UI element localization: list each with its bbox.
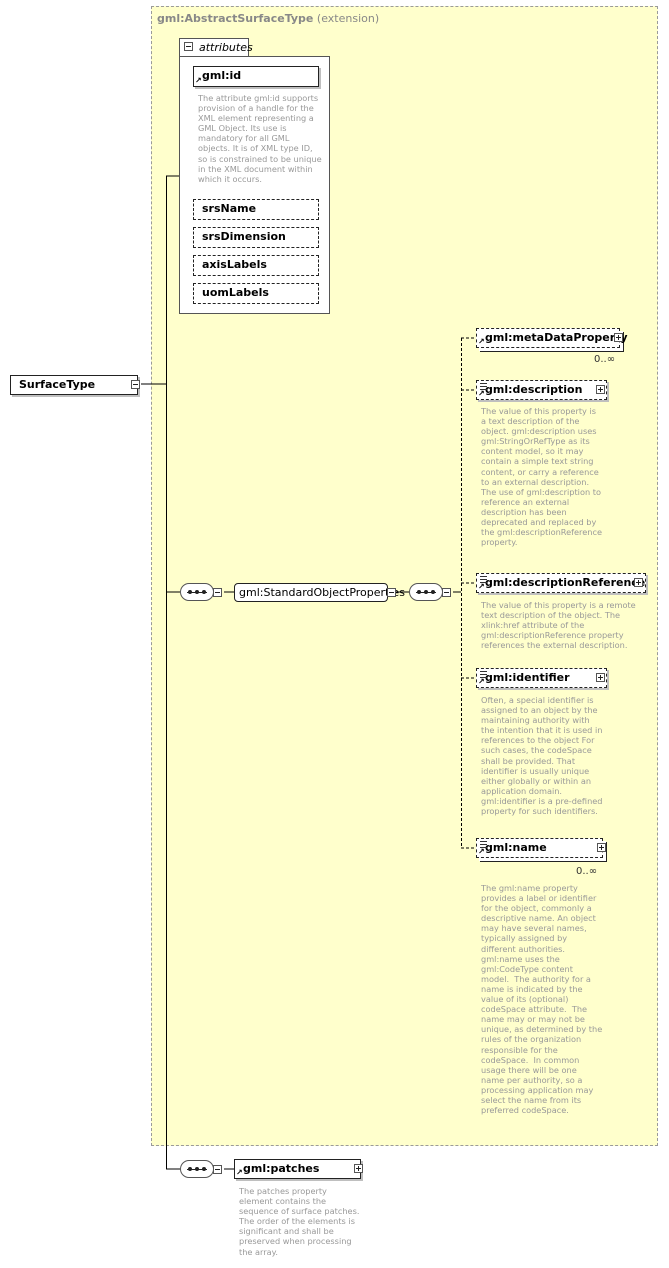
attributes-tab[interactable]: attributes: [179, 38, 253, 56]
expand-name-icon[interactable]: [597, 843, 606, 852]
element-metadataproperty[interactable]: gml:metaDataProperty ↗: [476, 328, 628, 348]
attribute-srsname[interactable]: srsName: [193, 199, 319, 220]
attribute-gml-id-label: gml:id: [202, 69, 242, 82]
reference-arrow-icon: ↗: [478, 582, 485, 591]
element-identifier-text: Often, a special identifier is assigned …: [481, 695, 603, 817]
sequence-compositor: [180, 583, 214, 601]
collapse-patches-sequence-icon[interactable]: [213, 1165, 222, 1174]
expand-identifier-icon[interactable]: [596, 673, 605, 682]
collapse-root-icon[interactable]: [131, 380, 140, 389]
attribute-gml-id[interactable]: gml:id ↗: [193, 66, 319, 87]
element-description-text: The value of this property is a text des…: [481, 406, 602, 548]
attributes-tab-label: attributes: [199, 41, 253, 54]
element-name-text: The gml:name property provides a label o…: [481, 883, 603, 1116]
attribute-srsdimension[interactable]: srsDimension: [193, 227, 319, 248]
reference-arrow-icon: ↗: [236, 1168, 243, 1177]
element-descriptionreference-label: gml:descriptionReference: [485, 576, 646, 589]
expand-patches-icon[interactable]: [354, 1164, 363, 1173]
element-identifier-label: gml:identifier: [485, 671, 570, 684]
element-description[interactable]: gml:description ↗: [476, 380, 607, 400]
element-patches-text: The patches property element contains th…: [239, 1186, 360, 1257]
patches-sequence-compositor: [180, 1160, 214, 1178]
element-description-label: gml:description: [485, 383, 583, 396]
attribute-uomlabels[interactable]: uomLabels: [193, 283, 319, 304]
documentation-lines-icon: [480, 671, 487, 679]
attribute-axislabels[interactable]: axisLabels: [193, 255, 319, 276]
attribute-gml-id-description: The attribute gml:id supports provision …: [198, 93, 322, 184]
reference-arrow-icon: ↗: [478, 847, 485, 856]
collapse-attributes-icon[interactable]: [184, 42, 193, 51]
attribute-axislabels-label: axisLabels: [202, 258, 267, 271]
reference-arrow-icon: ↗: [478, 337, 485, 346]
extension-suffix: (extension): [316, 12, 380, 25]
documentation-lines-icon: [480, 576, 487, 584]
element-name-label: gml:name: [485, 841, 547, 854]
attribute-srsdimension-label: srsDimension: [202, 230, 286, 243]
extension-title: gml:AbstractSurfaceType (extension): [157, 12, 379, 25]
group-standard-object-properties[interactable]: gml:StandardObjectProperties: [234, 583, 405, 602]
attribute-srsname-label: srsName: [202, 202, 257, 215]
element-patches[interactable]: gml:patches ↗: [234, 1159, 361, 1179]
group-label: gml:StandardObjectProperties: [239, 586, 405, 599]
root-element-label: SurfaceType: [19, 378, 96, 391]
reference-arrow-icon: ↗: [195, 76, 202, 85]
expand-metadataproperty-icon[interactable]: [614, 333, 623, 342]
element-descriptionreference-text: The value of this property is a remote t…: [481, 600, 636, 651]
element-identifier[interactable]: gml:identifier ↗: [476, 668, 607, 688]
element-name[interactable]: gml:name ↗: [476, 838, 603, 858]
metadataproperty-multiplicity: 0..∞: [594, 354, 616, 365]
documentation-lines-icon: [480, 383, 487, 391]
element-patches-label: gml:patches: [243, 1162, 320, 1175]
group-sequence-compositor: [409, 583, 443, 601]
collapse-group-sequence-icon[interactable]: [442, 588, 451, 597]
expand-descriptionreference-icon[interactable]: [634, 578, 643, 587]
extension-type-name: gml:AbstractSurfaceType: [157, 12, 314, 25]
root-element-surfacetype[interactable]: SurfaceType: [10, 375, 138, 395]
collapse-sequence-icon[interactable]: [213, 588, 222, 597]
element-metadataproperty-label: gml:metaDataProperty: [485, 331, 628, 344]
element-descriptionreference[interactable]: gml:descriptionReference ↗: [476, 573, 646, 593]
expand-description-icon[interactable]: [596, 385, 605, 394]
reference-arrow-icon: ↗: [478, 677, 485, 686]
reference-arrow-icon: ↗: [478, 389, 485, 398]
documentation-lines-icon: [480, 841, 487, 849]
attribute-uomlabels-label: uomLabels: [202, 286, 269, 299]
collapse-group-icon[interactable]: [387, 588, 396, 597]
name-multiplicity: 0..∞: [576, 866, 598, 877]
